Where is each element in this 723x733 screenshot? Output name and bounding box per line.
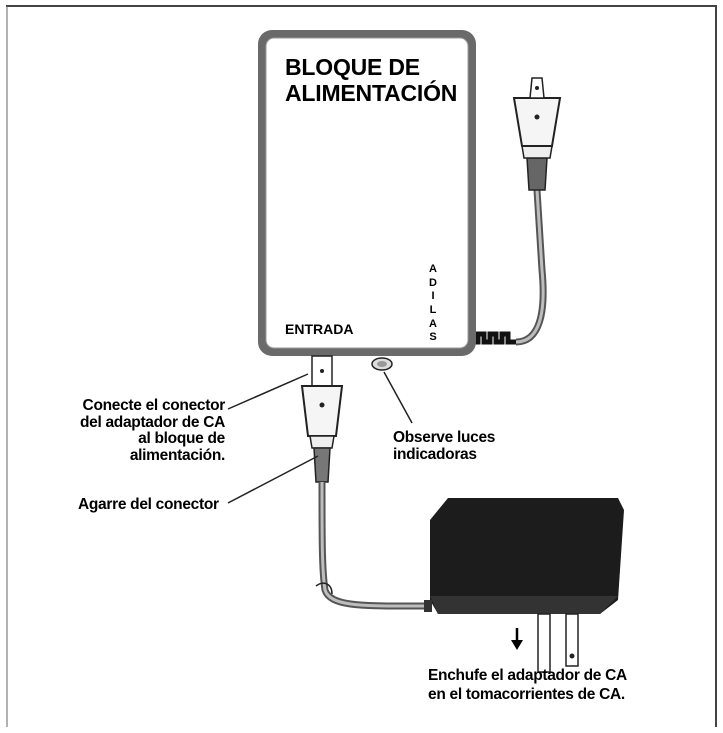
observe-callout-line: [383, 371, 413, 424]
ac-adapter: [424, 498, 624, 673]
input-label: ENTRADA: [285, 321, 354, 337]
power-block-title-line2: ALIMENTACIÓN: [285, 80, 458, 107]
power-block-title-line1: BLOQUE DE: [285, 54, 420, 80]
grip-callout-line: [227, 455, 319, 504]
connect-callout-line2: del adaptador de CA: [79, 413, 225, 431]
power-block: [258, 30, 476, 356]
connect-callout-line: [227, 373, 309, 410]
power-block-title: BLOQUE DE ALIMENTACIÓN: [285, 54, 457, 107]
observe-callout-line2: indicadoras: [393, 445, 477, 463]
output-letter: D: [429, 276, 437, 289]
plug-callout-line1: Enchufe el adaptador de CA: [428, 667, 627, 684]
output-connector: [512, 77, 562, 191]
connect-callout-line1: Conecte el conector: [82, 397, 226, 414]
plug-callout-line2: en el tomacorrientes de CA.: [428, 685, 625, 703]
output-label: A D I L A S: [428, 263, 438, 345]
output-letter: A: [429, 317, 437, 330]
connect-callout-line4: alimentación.: [129, 447, 225, 465]
observe-callout-line1: Observe luces: [393, 429, 496, 446]
observe-callout: Observe luces indicadoras: [393, 429, 496, 463]
plug-direction-arrow: [511, 628, 523, 650]
output-letter: A: [429, 263, 437, 275]
connect-callout: Conecte el conector del adaptador de CA …: [40, 397, 226, 465]
output-cable: [462, 189, 547, 346]
output-letter: S: [429, 331, 437, 344]
output-letter: I: [431, 290, 435, 303]
plug-callout: Enchufe el adaptador de CA en el tomacor…: [428, 667, 627, 704]
input-connector: [300, 355, 344, 483]
output-letter: L: [429, 303, 437, 316]
indicator-light: [371, 357, 393, 371]
connect-callout-line3: al bloque de: [138, 430, 225, 448]
grip-callout: Agarre del conector: [78, 496, 219, 513]
adapter-cable: [315, 481, 430, 610]
